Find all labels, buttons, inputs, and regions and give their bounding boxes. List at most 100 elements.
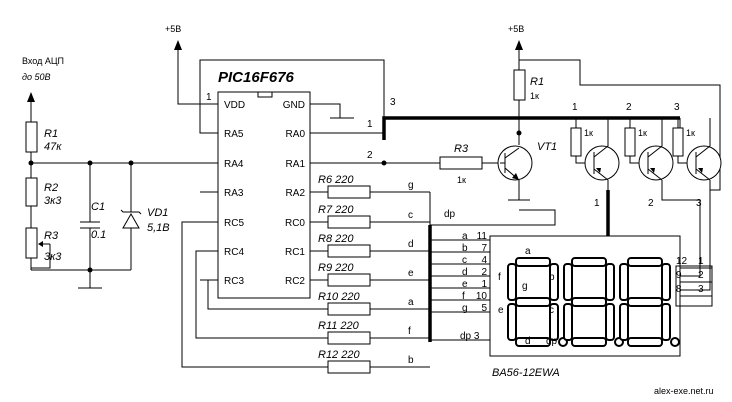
segment-label-e: e — [498, 305, 504, 316]
resistor-r6 — [327, 185, 371, 199]
resistor-label: R10 220 — [318, 291, 360, 303]
resistor-label: R12 220 — [318, 349, 360, 361]
segment-label-g: g — [522, 281, 528, 292]
adc-input-section: Вход АЦП до 50В R1 47к R2 3к3 R3 3к3 — [22, 56, 218, 289]
r3-name: R3 — [44, 230, 59, 242]
resistor-label: R9 220 — [318, 262, 354, 274]
ic-name: PIC16F676 — [218, 69, 295, 86]
pnp-bottom-num: 2 — [648, 198, 654, 209]
r1-name: R1 — [44, 128, 58, 140]
c1-name: C1 — [91, 201, 105, 213]
display-pin-dp: dp 3 — [460, 331, 480, 342]
display-pin-d: d — [462, 267, 468, 278]
segment-letter: a — [408, 297, 414, 308]
display-pin-f: f — [462, 291, 465, 302]
resistor-label: R7 220 — [318, 204, 354, 216]
r2-name: R2 — [44, 182, 58, 194]
vd1-value: 5,1В — [147, 222, 170, 234]
input-label: Вход АЦП — [22, 56, 64, 66]
ic-pin-rc2: RC2 — [285, 276, 305, 287]
pnp-top-num: 2 — [626, 102, 632, 113]
display-right-pin: 9 — [676, 270, 682, 281]
svg-text:2: 2 — [481, 267, 487, 278]
resistor-r11 — [327, 331, 371, 345]
r1c-value: 1к — [530, 91, 539, 101]
ic-pin-ra2: RA2 — [286, 188, 306, 199]
ic-pin-ra0: RA0 — [286, 129, 306, 140]
display-pin-e: e — [462, 279, 468, 290]
power-rail-left: +5В 1 — [165, 24, 218, 105]
ic-pin-ra1: RA1 — [286, 159, 306, 170]
segment-label-d: d — [525, 336, 531, 347]
svg-text:2: 2 — [698, 270, 704, 281]
node-3-label: 3 — [390, 97, 396, 108]
svg-text:11: 11 — [477, 231, 488, 242]
potentiometer-r3 — [25, 227, 38, 259]
display-pin-b: b — [462, 243, 468, 254]
ic-pin-rc4: RC4 — [224, 247, 244, 258]
r1-value: 47к — [44, 141, 62, 153]
ic-pin-gnd: GND — [283, 100, 305, 111]
resistor-r7 — [327, 215, 371, 229]
ic-pin-ra3: RA3 — [224, 188, 244, 199]
svg-text:1: 1 — [698, 256, 704, 267]
display-body — [489, 235, 681, 357]
resistor-r2 — [25, 177, 38, 207]
ic-pin-rc1: RC1 — [285, 247, 305, 258]
resistor-r10 — [327, 302, 371, 316]
pnp-bottom-num: 3 — [696, 198, 702, 209]
display-right-pin: 8 — [676, 284, 682, 295]
base-resistor — [570, 127, 582, 157]
pnp-top-num: 1 — [572, 102, 578, 113]
vcc-label-2: +5В — [508, 24, 524, 34]
segment-letter: f — [408, 326, 411, 337]
svg-text:5: 5 — [481, 303, 487, 314]
base-resistor — [672, 127, 684, 157]
resistor-label: R6 220 — [318, 174, 354, 186]
resistor-r12 — [327, 360, 371, 374]
node-1-label: 1 — [367, 119, 373, 130]
svg-text:4: 4 — [481, 255, 487, 266]
display-pin-c: c — [462, 255, 467, 266]
ic-pin-rc3: RC3 — [224, 276, 244, 287]
base-resistor-value: 1к — [638, 128, 647, 138]
vt1-transistor — [497, 145, 533, 181]
vdd-pin-number: 1 — [206, 92, 212, 103]
r3b-name: R3 — [454, 143, 469, 155]
resistor-label: R11 220 — [318, 320, 360, 332]
r1c-name: R1 — [530, 76, 544, 88]
svg-text:7: 7 — [481, 243, 487, 254]
display-pin-g: g — [462, 303, 468, 314]
pnp-top-num: 3 — [674, 102, 680, 113]
segment-label-a: a — [525, 246, 531, 257]
resistor-r9 — [327, 273, 371, 287]
zener-diode-icon — [122, 212, 140, 229]
display-pin-a: a — [462, 231, 468, 242]
ic-pin-rc5: RC5 — [224, 218, 244, 229]
ic-pin-vdd: VDD — [224, 100, 245, 111]
base-resistor-value: 1к — [584, 128, 593, 138]
base-resistor-value: 1к — [686, 128, 695, 138]
resistor-r1-collector — [513, 69, 526, 101]
segment-letter: d — [408, 239, 414, 250]
pnp-bottom-num: 1 — [594, 198, 600, 209]
credit-text: alex-exe.net.ru — [654, 386, 714, 396]
svg-text:1: 1 — [481, 279, 487, 290]
vcc-label-1: +5В — [165, 24, 181, 34]
segment-label-f: f — [498, 272, 501, 283]
resistor-label: R8 220 — [318, 233, 354, 245]
input-range-label: до 50В — [22, 72, 51, 82]
resistor-r3-base — [439, 156, 483, 170]
node-2-label: 2 — [367, 150, 373, 161]
display-name: BA56-12EWA — [492, 367, 560, 379]
c1-value: 0.1 — [91, 229, 106, 241]
ic-pin-rc0: RC0 — [285, 218, 305, 229]
segment-letter: e — [408, 268, 414, 279]
resistor-r8 — [327, 244, 371, 258]
display-right-pin: 12 — [676, 256, 688, 267]
